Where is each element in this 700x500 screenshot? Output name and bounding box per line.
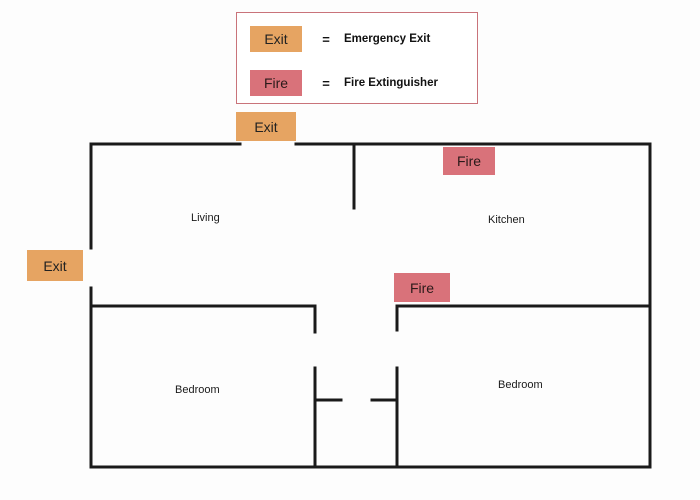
legend-box: Exit = Emergency Exit Fire = Fire Exting… (236, 12, 478, 104)
legend-exit-equals: = (322, 31, 330, 47)
legend-fire-equals: = (322, 75, 330, 91)
legend-exit-meaning: Emergency Exit (344, 33, 431, 45)
room-label-bedroom-left: Bedroom (175, 384, 220, 396)
legend-fire-meaning: Fire Extinguisher (344, 77, 438, 89)
fire-extinguisher-marker-kitchen-bottom: Fire (394, 273, 450, 302)
legend-exit-swatch: Exit (250, 26, 302, 52)
legend-row-exit: Exit = Emergency Exit (250, 26, 430, 52)
room-label-living: Living (191, 212, 220, 224)
room-label-kitchen: Kitchen (488, 214, 525, 226)
legend-row-fire: Fire = Fire Extinguisher (250, 70, 438, 96)
fire-extinguisher-marker-kitchen-top: Fire (443, 147, 495, 175)
legend-fire-swatch: Fire (250, 70, 302, 96)
room-label-bedroom-right: Bedroom (498, 379, 543, 391)
exit-marker-top: Exit (236, 112, 296, 141)
exit-marker-left: Exit (27, 250, 83, 281)
